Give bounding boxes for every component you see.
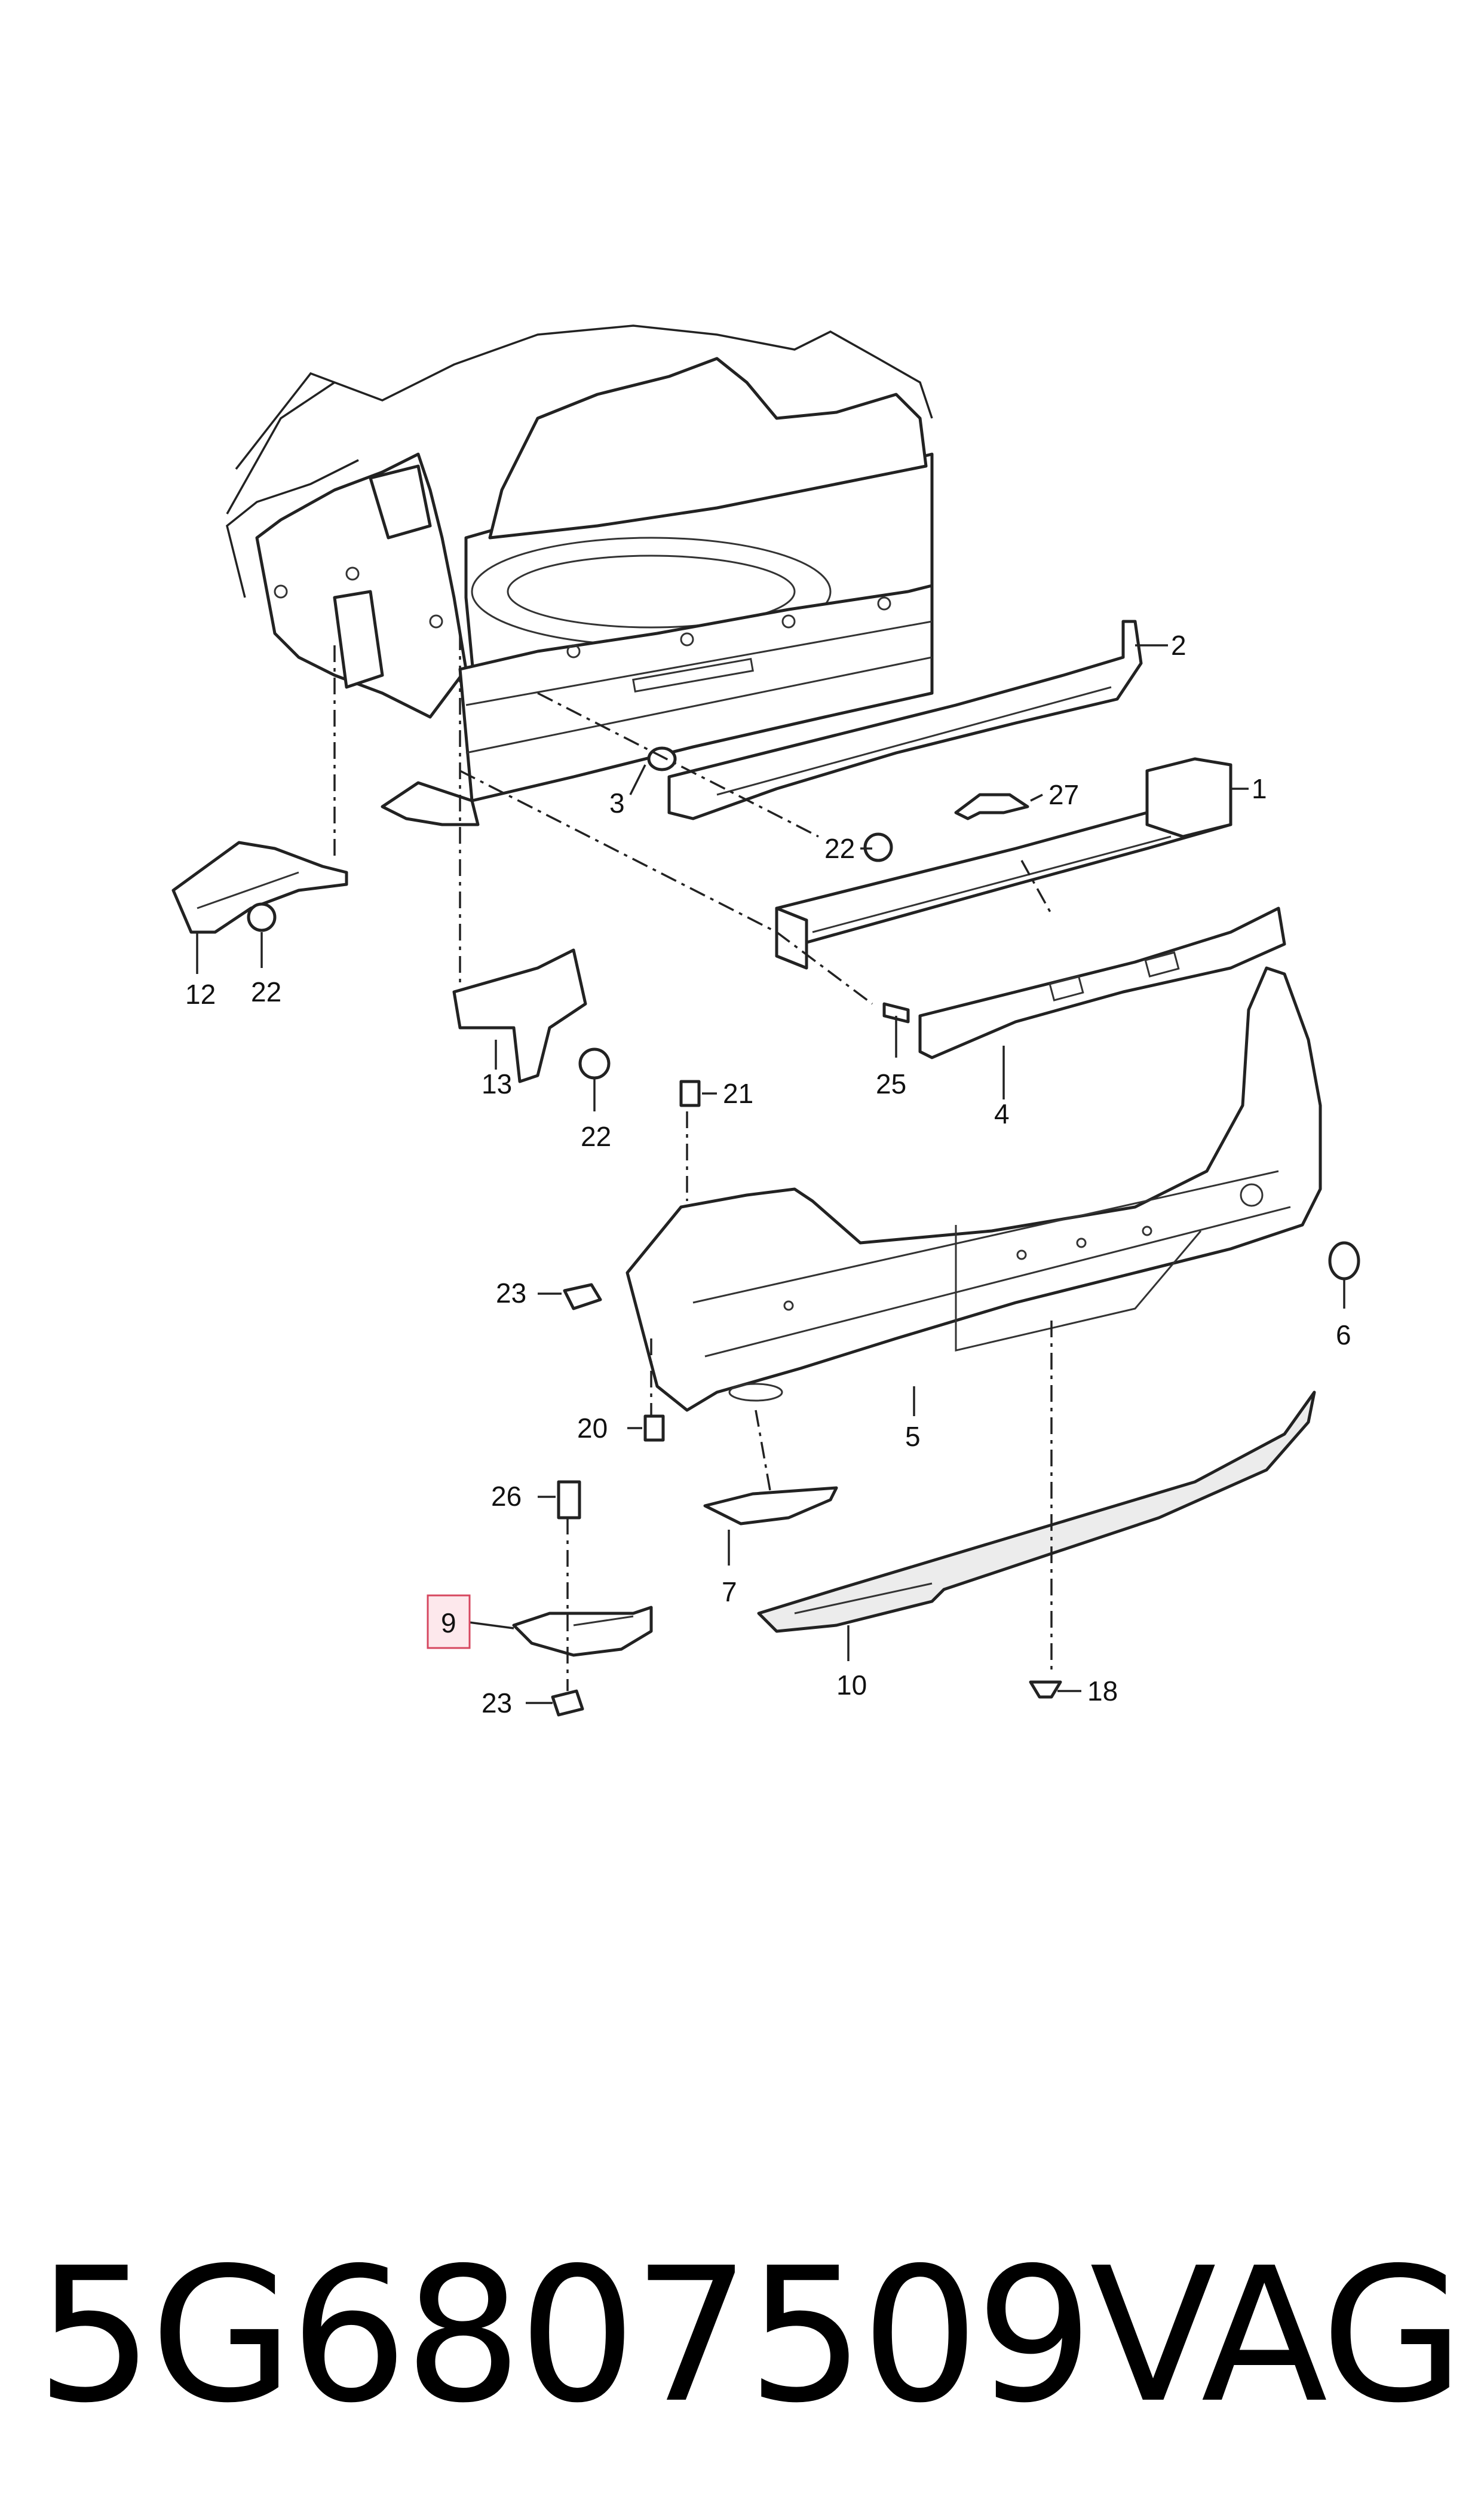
part-5-bumper-cover [626,966,1322,1412]
callout-10: 10 [836,1670,867,1701]
callout-21: 21 [723,1078,753,1109]
part-13-bracket [452,948,611,1083]
callout-5: 5 [905,1421,921,1452]
callout-22-lower: 22 [581,1121,611,1152]
callout-23-upper: 23 [496,1278,526,1309]
callout-27: 27 [1048,779,1079,810]
part-12-bracket [171,841,348,934]
callout-2: 2 [1171,630,1186,661]
callout-3: 3 [609,788,625,819]
callout-1: 1 [1252,773,1267,804]
callout-12: 12 [185,979,216,1010]
leader-lines [196,644,1345,1704]
part-7-reflector [703,1486,838,1525]
footer: 5G6807509 VAG [36,2211,1464,2462]
part-4-guide [918,906,1286,1059]
callout-23-lower: 23 [482,1687,512,1719]
callout-4: 4 [994,1098,1010,1129]
highlight-box-9 [427,1594,471,1649]
brand-name: VAG [1090,2228,1464,2444]
part-6-cap [1328,1241,1360,1281]
fasteners [551,746,1062,1717]
part-2-upper-bracket [667,620,1143,820]
part-9-bracket [512,1606,653,1657]
part-number: 5G6807509 [36,2228,1093,2444]
callout-7: 7 [722,1576,737,1607]
callout-26: 26 [491,1481,522,1512]
callout-13: 13 [482,1068,512,1099]
callout-labels: 1 2 3 4 5 6 7 9 10 12 13 18 20 21 22 22 … [185,630,1351,1719]
part-27-clip [954,793,1029,820]
callout-25: 25 [876,1068,906,1099]
part-10-spoiler [757,1390,1316,1633]
parts-diagram: 1 2 3 4 5 6 7 9 10 12 13 18 20 21 22 22 … [171,324,1360,1719]
callout-22-middle: 22 [824,833,855,864]
callout-22-left: 22 [251,976,281,1007]
part-1-reinforcement [775,757,1232,970]
callout-9: 9 [441,1607,456,1638]
callout-20: 20 [577,1413,608,1444]
callout-6: 6 [1336,1319,1351,1350]
assembly-lines [333,633,1053,1691]
body-shell [226,324,934,826]
callout-18: 18 [1087,1675,1118,1707]
